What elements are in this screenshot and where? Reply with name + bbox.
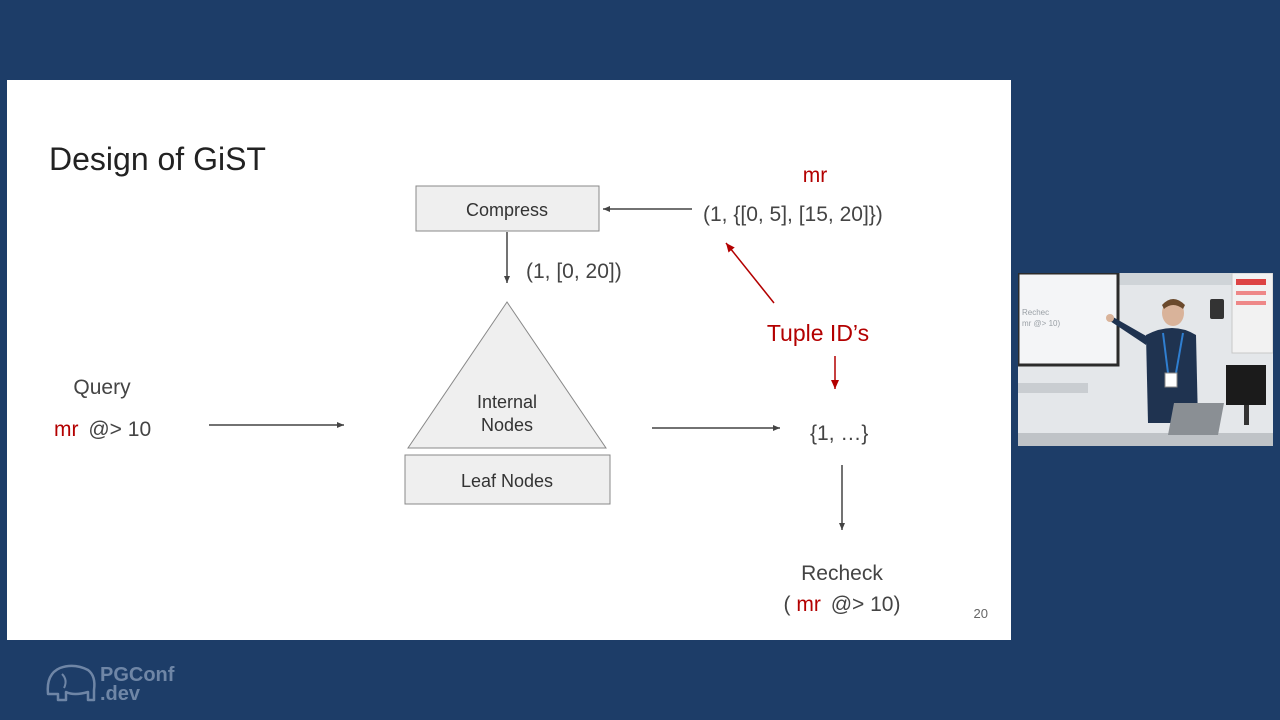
elephant-icon: PGConf .dev — [46, 664, 175, 705]
recheck-label: Recheck — [801, 562, 883, 585]
compress-label: Compress — [466, 200, 548, 220]
page-number: 20 — [974, 606, 988, 621]
recheck-expression: ( mr @> 10) — [784, 593, 901, 616]
query-expression: mr @> 10 — [54, 418, 151, 441]
recheck-mr: mr — [796, 593, 821, 616]
logo-text-pgconf: PGConf — [100, 664, 175, 686]
webcam-slide-text-1: Rechec — [1022, 308, 1049, 317]
internal-nodes-line2: Nodes — [481, 415, 533, 435]
input-tuple: (1, {[0, 5], [15, 20]}) — [703, 203, 883, 226]
presentation-slide: Design of GiST Compress mr (1, {[0, 5], … — [7, 80, 1011, 640]
leaf-nodes-box — [404, 454, 611, 505]
query-label: Query — [73, 376, 131, 399]
query-mr: mr — [54, 418, 79, 441]
recheck-open-paren: ( — [784, 593, 791, 616]
internal-nodes-line1: Internal — [477, 392, 537, 412]
tuple-ids-label: Tuple ID’s — [767, 320, 869, 346]
pgconf-logo: PGConf .dev — [44, 660, 194, 705]
webcam-projection-screen — [1018, 273, 1120, 367]
webcam-slide-text-2: mr @> 10) — [1022, 319, 1060, 328]
mr-top-label: mr — [803, 164, 828, 187]
slide-title: Design of GiST — [49, 141, 266, 177]
compress-box — [415, 185, 600, 232]
gist-diagram: Design of GiST Compress mr (1, {[0, 5], … — [49, 141, 988, 621]
compressed-tuple: (1, [0, 20]) — [526, 260, 622, 283]
recheck-operator: @> 10) — [831, 593, 901, 616]
internal-nodes-triangle — [407, 301, 607, 449]
result-set: {1, …} — [810, 422, 868, 445]
leaf-nodes-label: Leaf Nodes — [461, 471, 553, 491]
logo-text-dev: .dev — [100, 683, 141, 704]
arrow-tupleids-to-input — [725, 242, 775, 304]
speaker-webcam: Rechec mr @> 10) — [1018, 273, 1273, 446]
query-operator: @> 10 — [88, 418, 151, 441]
